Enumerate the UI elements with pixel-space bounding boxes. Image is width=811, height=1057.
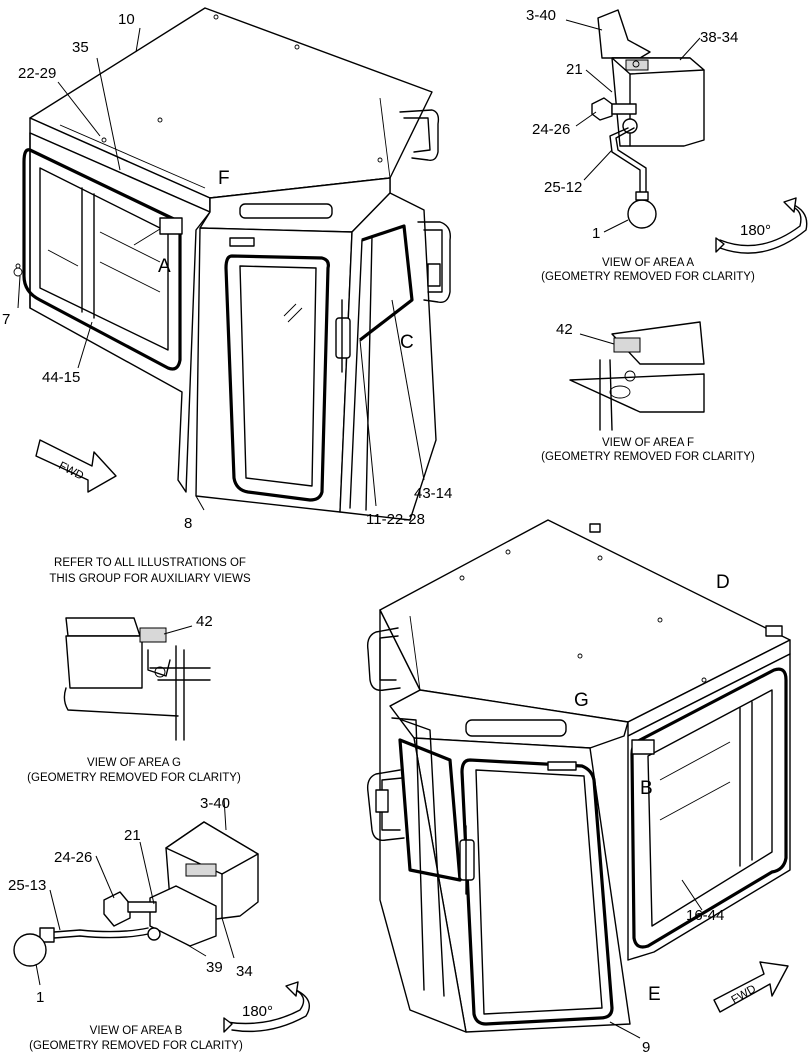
area-b-detail: 180° [13,797,310,1033]
cab-right-side [339,192,437,521]
callout-44-15: 44-15 [42,369,80,386]
fwd-arrow-bottom: FWD [713,961,789,1013]
callout-22-29: 22-29 [18,65,56,82]
callout-35: 35 [72,39,89,56]
rotation-label-top: 180° [740,222,771,239]
callout-F: F [218,168,230,189]
callout-43-14: 43-14 [414,485,452,502]
caption-area-a-note: (GEOMETRY REMOVED FOR CLARITY) [541,271,755,283]
area-f-detail [569,321,705,431]
area-g-detail [63,617,211,741]
caption-area-a-title: VIEW OF AREA A [602,257,694,269]
caption-area-b-title: VIEW OF AREA B [90,1025,183,1037]
callout-D: D [716,572,730,593]
rotation-label-bottom: 180° [242,1003,273,1020]
callout-C: C [400,332,414,353]
callout-21-top: 21 [566,61,583,78]
front-grab-handle [239,203,333,219]
callout-42-bottom: 42 [196,613,213,630]
captions: VIEW OF AREA A (GEOMETRY REMOVED FOR CLA… [27,257,755,1052]
caption-area-g-note: (GEOMETRY REMOVED FOR CLARITY) [27,772,241,784]
callout-B: B [640,778,653,799]
callout-16-44: 16-44 [686,907,724,924]
cab-side-2 [627,653,791,961]
callout-3-40-top: 3-40 [526,7,556,24]
callout-G: G [574,690,589,711]
callout-42-top: 42 [556,321,573,338]
callout-7: 7 [2,311,10,328]
callout-10: 10 [118,11,135,28]
callout-9: 9 [642,1039,650,1056]
callout-labels: 10 35 22-29 F A 7 44-15 8 11-22-28 43-14… [2,7,738,1056]
callout-34: 34 [236,963,253,980]
front-door-seal-2 [460,758,614,1026]
callout-24-26-bottom: 24-26 [54,849,92,866]
callout-39: 39 [206,959,223,976]
refer-note-line-1: REFER TO ALL ILLUSTRATIONS OF [54,557,246,569]
front-door-seal [224,254,330,502]
callout-8: 8 [184,515,192,532]
callout-1-top: 1 [592,225,600,242]
cab-front-right-view [366,519,791,1033]
caption-area-g-title: VIEW OF AREA G [87,757,181,769]
fwd-arrow-top: FWD [35,439,117,493]
callout-1-bottom: 1 [36,989,44,1006]
callout-24-26-top: 24-26 [532,121,570,138]
callout-E: E [648,984,661,1005]
callout-25-12: 25-12 [544,179,582,196]
cab-front-left-view [13,7,451,521]
callout-25-13: 25-13 [8,877,46,894]
caption-area-b-note: (GEOMETRY REMOVED FOR CLARITY) [29,1040,243,1052]
callout-A: A [158,256,171,277]
callout-3-40-bottom: 3-40 [200,795,230,812]
callout-38-34: 38-34 [700,29,738,46]
caption-area-f-note: (GEOMETRY REMOVED FOR CLARITY) [541,451,755,463]
area-a-detail: 180° [565,9,808,254]
callout-21-bottom: 21 [124,827,141,844]
refer-note-line-2: THIS GROUP FOR AUXILIARY VIEWS [49,573,251,585]
caption-area-f-title: VIEW OF AREA F [602,437,694,449]
callout-11-22-28: 11-22-28 [366,511,425,528]
